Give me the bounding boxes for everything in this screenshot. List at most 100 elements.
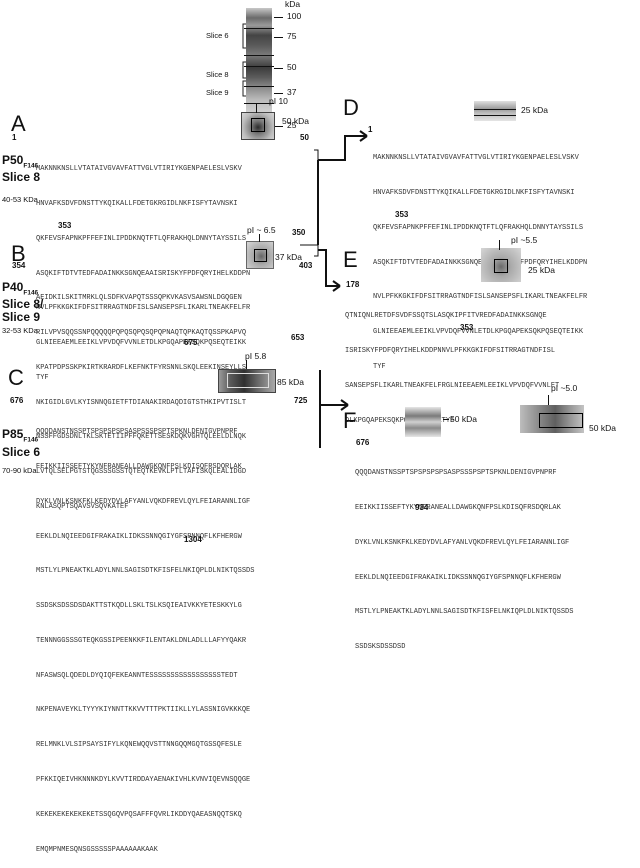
seq-line: QTNIQNLRETDFSVDFSSQTSLASQKIPFITVREDFADAI… bbox=[345, 312, 547, 321]
range-a: 40-53 KDa bbox=[2, 195, 38, 204]
seq-line: KPATPDPSSKPKIRTKRARDFLKEFNKTFYRSNNLSKQLE… bbox=[36, 363, 247, 372]
seq-line: MSTLYLPNEAKTKLADYLNNLSAGISDTKFISFELNKIQP… bbox=[355, 608, 574, 617]
seq-line: DYKLVNLKSNKFKLKEDYDVLAFYANLVQKDFREVLQYLF… bbox=[355, 538, 570, 547]
seq-line: NVLPFKKGKIFDFSITRRAGTNDFISLSANSEPSFLIKAR… bbox=[36, 304, 251, 313]
slice-line bbox=[244, 66, 274, 67]
seq-line: QQQDANSTNSSPTSPSPSPSPSASPSSSPSPTSPKNLDEN… bbox=[355, 469, 557, 478]
panel-letter-f: F bbox=[343, 408, 357, 433]
gel-strip-f-right bbox=[520, 405, 584, 433]
protein-name-b: P40F146 bbox=[2, 280, 39, 297]
marker-tick-100 bbox=[274, 17, 283, 18]
gel-strip-f-left bbox=[405, 407, 441, 437]
sequence-a: MAKNNKNSLLVTATAIVGVAVFATTVGLVTIRIYKGENPA… bbox=[36, 141, 250, 396]
seq-line: MAKNNKNSLLVTATAIVGVAVFATTVGLVTIRIYKGENPA… bbox=[373, 154, 579, 163]
seq-marker-350: 350 bbox=[292, 228, 306, 237]
spot-box-c bbox=[227, 373, 269, 388]
marker-tick-75 bbox=[274, 37, 283, 38]
slice-name-c: Slice 6 bbox=[2, 445, 41, 459]
protein-name-c: P85F146 bbox=[2, 427, 39, 444]
sequence-f: QQQDANSTNSSPTSPSPSPSPSASPSSSPSPTSPKNLDEN… bbox=[355, 445, 573, 665]
seq-line: KNLASQPTSQAVSVSQVKATEF bbox=[36, 502, 129, 511]
spot-box-b bbox=[254, 249, 267, 262]
spot-box-e bbox=[494, 259, 508, 273]
seq-start-c: 676 bbox=[10, 396, 24, 405]
seq-end-bottom-f: 934 bbox=[415, 503, 429, 512]
seq-line: QQQDANSTNSSPTSPSPSPSPSASPSSSPSPTSPKNLDEN… bbox=[36, 428, 238, 437]
slice-label-6: Slice 6 bbox=[206, 31, 229, 40]
gel-strip-d bbox=[474, 101, 516, 121]
panel-letter-c: C bbox=[8, 365, 24, 390]
seq-line: NSSFFGDSDNLTKLSKTETIIPFFQKETTSESKDQKVGHT… bbox=[36, 433, 247, 442]
seq-line: HNVAFKSDVFDNSTTYKQIKALLFDETGKRGIDLNKFISF… bbox=[373, 188, 575, 197]
seq-line: QKFEVSFAPNKPFFEFINLIPDDKNQTFTLQFRAKHQLDN… bbox=[373, 223, 584, 232]
seq-end-bottom-d: 353 bbox=[395, 210, 409, 219]
panel-letter-a: A bbox=[11, 111, 26, 136]
seq-line: TYF bbox=[373, 362, 386, 371]
seq-end-bottom-b: 675 bbox=[184, 338, 198, 347]
seq-line: SSDSKSDSSDSDAKTTSTKQDLLSKLTSLKSQIEAIVKKY… bbox=[36, 602, 242, 611]
seq-line: MSTLYLPNEAKTKLADYLNNLSAGISDTKFISFELNKIQP… bbox=[36, 567, 255, 576]
panel-letter-e: E bbox=[343, 247, 358, 272]
seq-line: AEIDKILSKITMRKLQLSDFKVAPQTSSSQPKVKASVSAW… bbox=[36, 294, 242, 303]
kda-unit-label: kDa bbox=[285, 0, 301, 9]
gel-spot-b bbox=[246, 241, 274, 269]
spot-box-f bbox=[539, 413, 583, 428]
seq-start-e: 178 bbox=[346, 280, 360, 289]
seq-end-bottom-c: 1304 bbox=[184, 535, 202, 544]
pi-tick-a bbox=[256, 103, 257, 113]
seq-start-b: 354 bbox=[12, 261, 26, 270]
mw-label-f-right: 50 kDa bbox=[589, 423, 616, 433]
marker-label-37: 37 bbox=[287, 87, 297, 97]
seq-line: DLKPGQAPEKSQKPQSEQTEIKKTYF bbox=[345, 416, 455, 425]
slice-name-b: Slice 8/ bbox=[2, 297, 44, 311]
slice-label-8: Slice 8 bbox=[206, 70, 229, 79]
seq-line: EEIKKIISSEFTYKYNFRANEALLDAWGKQNFPSLKDISQ… bbox=[355, 503, 561, 512]
slice-name-a: Slice 8 bbox=[2, 170, 41, 184]
panel-letter-d: D bbox=[343, 95, 359, 120]
marker-tick-25 bbox=[274, 126, 283, 127]
seq-start-f: 676 bbox=[356, 438, 370, 447]
seq-line: QKFEVSFAPNKPFFEFINLIPDDKNQTFTLQFRAKHQLDN… bbox=[36, 234, 247, 243]
seq-line: SANSEPSFLIKARLTNEAKFELFRGLNIEEAEMLEEIKLV… bbox=[345, 381, 560, 390]
seq-line: PFKKIQEIVHKNNNKDYLKVVTIRDDAYAENAKIVHLKVN… bbox=[36, 776, 251, 784]
pi-label-b: pI ~ 6.5 bbox=[247, 225, 276, 235]
seq-line: TYF bbox=[36, 373, 49, 382]
seq-line: DYKLVNLKSNKFKLKEDYDVLAFYANLVQKDFREVLQYLF… bbox=[36, 497, 251, 506]
seq-line: NFASWSQLQDEDLDYQIQFEKEANNTESSSSSSSSSSSSS… bbox=[36, 671, 238, 680]
seq-marker-653: 653 bbox=[291, 333, 305, 342]
mw-label-f-left: 50 kDa bbox=[450, 414, 477, 424]
seq-line: TENNNGGSSSGTEQKGSSIPEENKKFILENTAKLDNLADL… bbox=[36, 636, 247, 645]
range-c: 70-90 kDa bbox=[2, 466, 37, 475]
seq-end-top-b: 403 bbox=[299, 261, 313, 270]
top-gel-figure bbox=[160, 6, 290, 134]
seq-line: EEKLDLNQIEEDGIFRAKAIKLIDKSSNNQGIYGFSPNNQ… bbox=[36, 532, 242, 541]
marker-tick-50 bbox=[274, 68, 283, 69]
pi-label-e: pI ~5.5 bbox=[511, 235, 538, 245]
mw-label-a: 50 kDa bbox=[282, 116, 309, 126]
marker-label-75: 75 bbox=[287, 31, 297, 41]
seq-line: EMQMPNMESQNSGSSSSSPAAAAAAKAAK bbox=[36, 845, 158, 854]
range-b: 32-53 KDa bbox=[2, 326, 38, 335]
pi-tick-b bbox=[259, 234, 260, 242]
sequence-e: QTNIQNLRETDFSVDFSSQTSLASQKIPFITVREDFADAI… bbox=[345, 288, 559, 439]
seq-line: GLNIEEAEMLEEIKLVPVDQFVVNLETDLKPGQAPEKSQK… bbox=[36, 339, 247, 348]
seq-start-d: 1 bbox=[368, 125, 373, 134]
seq-line: NVLPFKKGKIFDFSITRRAGTNDFISLSANSEPSFLIKAR… bbox=[373, 293, 588, 302]
marker-label-100: 100 bbox=[287, 11, 302, 21]
seq-line: HNVAFKSDVFDNSTTYKQIKALLFDETGKRGIDLNKFISF… bbox=[36, 199, 238, 208]
gel-spot-e bbox=[481, 248, 521, 282]
mw-label-c: 85 kDa bbox=[277, 377, 304, 387]
seq-line: KEKEKEKEKEKEKETSSQGQVPQSAFFFQVRLIKDDYQAE… bbox=[36, 810, 242, 819]
band-line-f bbox=[443, 419, 449, 420]
seq-line: MAKNNKNSLLVTATAIVGVAVFATTVGLVTIRIYKGENPA… bbox=[36, 165, 242, 174]
seq-line: LVTQLSELPGTSTQGSSSGSSTQTEQTKEVKLPTLTAFIS… bbox=[36, 468, 247, 477]
sequence-d: MAKNNKNSLLVTATAIVGVAVFATTVGLVTIRIYKGENPA… bbox=[373, 130, 587, 385]
pi-label-a: pI 10 bbox=[269, 96, 288, 106]
seq-end-bottom-a: 353 bbox=[58, 221, 72, 230]
slice-line bbox=[244, 55, 274, 56]
band-line-d bbox=[474, 115, 516, 116]
sequence-c: QQQDANSTNSSPTSPSPSPSPSASPSSSPSPTSPKNLDEN… bbox=[36, 404, 254, 868]
sequence-b: AEIDKILSKITMRKLQLSDFKVAPQTSSSQPKVKASVSAW… bbox=[36, 270, 246, 525]
seq-line: RELMNKLVLSIPSAYSIFYLKQNEWQQVSTTNNGQQMGQT… bbox=[36, 741, 242, 750]
gel-spot-a bbox=[241, 112, 275, 140]
